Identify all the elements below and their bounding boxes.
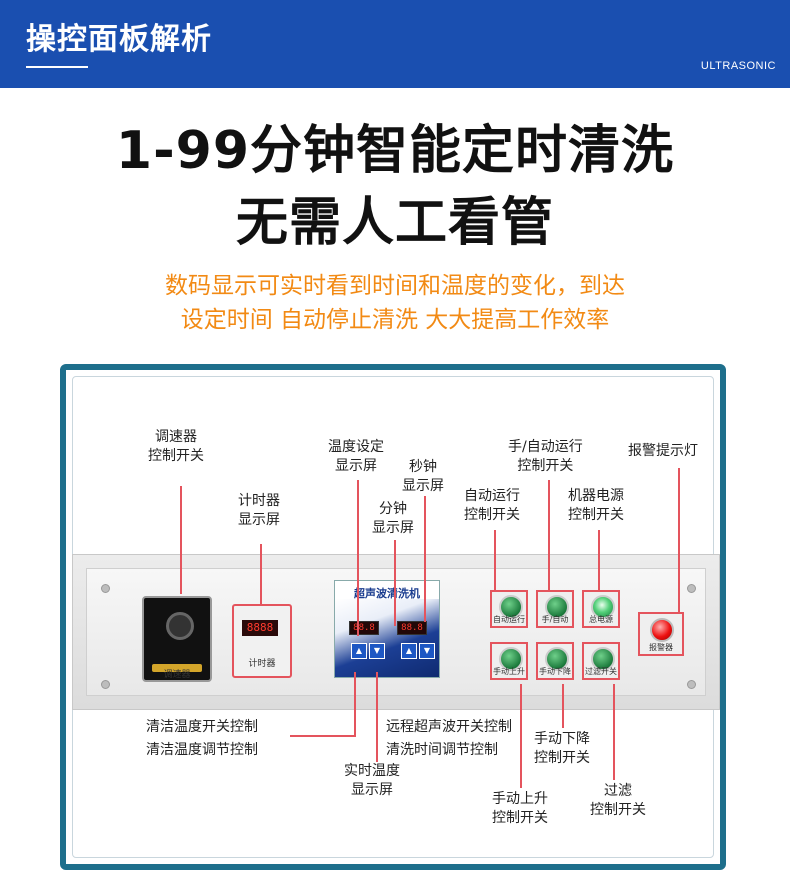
leader-line — [598, 530, 600, 590]
timer-caption: 计时器 — [248, 659, 276, 669]
label-seconds-display: 秒钟显示屏 — [402, 459, 444, 494]
screw — [687, 584, 696, 593]
leader-line — [678, 468, 680, 612]
filter-caption: 过滤开关 — [585, 667, 617, 676]
headline-line1: 1-99分钟智能定时清洗 — [115, 121, 675, 181]
label-auto-run: 自动运行控制开关 — [464, 488, 520, 523]
green-button-icon — [545, 647, 569, 671]
alarm-caption: 报警器 — [649, 643, 673, 652]
leader-line — [354, 672, 356, 736]
label-temp-switch: 清洁温度开关控制 — [146, 719, 258, 735]
speed-caption: 调速器 — [163, 670, 191, 680]
leader-line — [394, 540, 396, 626]
leader-line — [424, 496, 426, 622]
leader-line — [520, 684, 522, 788]
temp-set-display: 88.8 — [349, 621, 379, 635]
leader-line — [613, 684, 615, 780]
header-bar: 操控面板解析 ULTRASONIC — [0, 0, 790, 88]
lit-green-button-icon — [591, 595, 615, 619]
screw — [687, 680, 696, 689]
green-button-icon — [499, 647, 523, 671]
time-key-icon: ▼ — [419, 643, 435, 659]
subtitle-line2: 设定时间 自动停止清洗 大大提高工作效率 — [180, 307, 610, 333]
manual-up-switch: 手动上升 — [490, 642, 528, 680]
label-realtime-temp: 实时温度显示屏 — [344, 763, 400, 798]
power-caption: 总电源 — [589, 615, 613, 624]
leader-line — [180, 486, 182, 594]
timer-display-unit: 8888 — [232, 604, 292, 678]
manual-up-caption: 手动上升 — [493, 667, 525, 676]
speed-knob-icon — [166, 612, 194, 640]
filter-switch: 过滤开关 — [582, 642, 620, 680]
label-alarm-light: 报警提示灯 — [628, 443, 698, 459]
leader-line — [376, 672, 378, 762]
time-key-icon: ▲ — [401, 643, 417, 659]
manual-auto-switch: 手/自动 — [536, 590, 574, 628]
screw — [101, 680, 110, 689]
leader-line — [494, 530, 496, 590]
subtitle-line1: 数码显示可实时看到时间和温度的变化，到达 — [165, 273, 625, 299]
red-alarm-icon — [650, 618, 674, 642]
label-temp-adjust: 清洁温度调节控制 — [146, 742, 258, 758]
header-title: 操控面板解析 — [26, 22, 212, 57]
alarm-light: 报警器 — [638, 612, 684, 656]
time-display: 88.8 — [397, 621, 427, 635]
label-temp-set-display: 温度设定显示屏 — [328, 439, 384, 474]
header-tag: ULTRASONIC — [700, 60, 776, 72]
leader-line — [260, 544, 262, 604]
ctrl-title: 超声波清洗机 — [354, 587, 420, 600]
manual-auto-caption: 手/自动 — [541, 615, 569, 624]
temp-key-icon: ▼ — [369, 643, 385, 659]
timer-digits: 8888 — [242, 620, 278, 636]
label-remote-ultrasonic: 远程超声波开关控制 — [386, 719, 512, 735]
header-underline — [26, 66, 88, 68]
label-speed-controller: 调速器控制开关 — [148, 429, 204, 464]
leader-line — [290, 735, 356, 737]
wave-graphic — [335, 599, 439, 677]
manual-down-caption: 手动下降 — [539, 667, 571, 676]
label-manual-auto: 手/自动运行控制开关 — [508, 439, 583, 474]
label-clean-time: 清洗时间调节控制 — [386, 742, 498, 758]
speed-controller — [142, 596, 212, 682]
temp-key-icon: ▲ — [351, 643, 367, 659]
green-button-icon — [545, 595, 569, 619]
headline-line2: 无需人工看管 — [235, 193, 554, 253]
green-button-icon — [499, 595, 523, 619]
green-button-icon — [591, 647, 615, 671]
leader-line — [357, 480, 359, 636]
leader-line — [548, 480, 550, 590]
auto-run-switch: 自动运行 — [490, 590, 528, 628]
ultrasonic-control-module: 超声波清洗机 88.8 88.8 ▲ ▼ ▲ ▼ — [334, 580, 440, 678]
leader-line — [562, 684, 564, 728]
auto-run-caption: 自动运行 — [493, 615, 525, 624]
label-power: 机器电源控制开关 — [568, 488, 624, 523]
manual-down-switch: 手动下降 — [536, 642, 574, 680]
label-filter: 过滤控制开关 — [590, 783, 646, 818]
label-manual-up: 手动上升控制开关 — [492, 791, 548, 826]
speed-control-logo — [152, 664, 202, 672]
screw — [101, 584, 110, 593]
power-switch: 总电源 — [582, 590, 620, 628]
label-minutes-display: 分钟显示屏 — [372, 501, 414, 536]
label-manual-down: 手动下降控制开关 — [534, 731, 590, 766]
label-timer-display: 计时器显示屏 — [238, 493, 280, 528]
